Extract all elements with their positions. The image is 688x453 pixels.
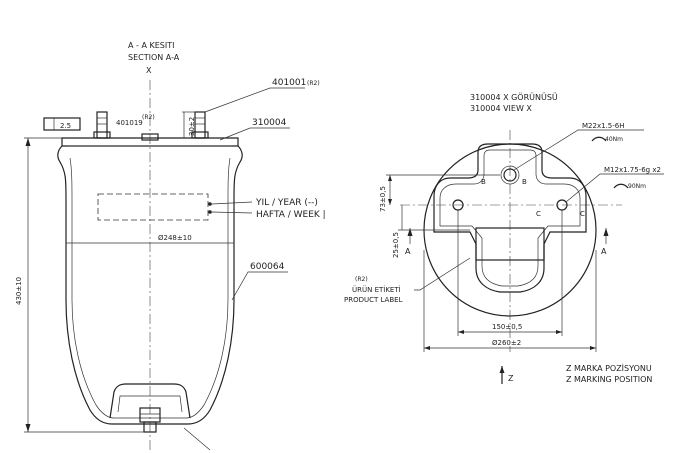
raised-profile: [433, 143, 587, 293]
part-401019: 401019: [116, 119, 143, 127]
marker-c-right: C: [580, 210, 585, 218]
stamp-box: 2.5: [43, 117, 81, 131]
leader-600064: [231, 271, 288, 301]
bellow-inner: [69, 157, 231, 419]
dim-30: 30±2: [188, 117, 196, 136]
label-leader: [414, 257, 471, 291]
part-401001-rev: (R2): [307, 80, 320, 87]
dim-height: 430±10: [15, 277, 23, 305]
view-title-en: 310004 VIEW X: [470, 104, 532, 113]
center-hole: [503, 168, 517, 182]
dim-260: Ø260±2: [492, 339, 521, 347]
view-marker: X: [146, 66, 152, 75]
marker-b-right: B: [522, 178, 527, 186]
part-310004: 310004: [252, 118, 287, 128]
marker-c-left: C: [536, 210, 541, 218]
label-rev: (R2): [355, 276, 368, 283]
svg-text:2.5: 2.5: [60, 122, 71, 130]
marker-b-left: B: [481, 178, 486, 186]
label-tr: ÜRÜN ETİKETİ: [352, 285, 401, 294]
z-pos-en: Z MARKING POSITION: [566, 375, 652, 384]
product-label-area: [475, 227, 545, 261]
dim-diameter: Ø248±10: [158, 234, 192, 242]
part-401001: 401001: [272, 78, 306, 88]
section-title-tr: A - A KESITI: [128, 41, 174, 50]
torque-side: 90Nm: [628, 183, 646, 190]
top-center-boss: [141, 133, 159, 141]
thread-side: M12x1.75-6g x2: [604, 166, 661, 174]
torque-side-icon: [613, 183, 629, 189]
thread-main: M22x1.5-6H: [582, 122, 624, 130]
label-en: PRODUCT LABEL: [344, 296, 403, 304]
section-mark-left: A: [405, 247, 411, 256]
part-401019-rev: (R2): [142, 114, 155, 121]
piston: [109, 383, 191, 419]
dim-150: 150±0,5: [492, 323, 522, 331]
view-title-tr: 310004 X GÖRÜNÜSÜ: [470, 92, 558, 102]
torque-main: 40Nm: [605, 136, 623, 143]
m22-leader: [513, 129, 644, 171]
year-dot: [208, 202, 212, 206]
section-mark-right: A: [601, 247, 607, 256]
piston-stud: [143, 421, 157, 433]
leader-310004: [219, 127, 290, 141]
torque-main-icon: [591, 136, 607, 142]
label-area: [97, 193, 209, 221]
left-stud: [93, 111, 111, 139]
z-pos-tr: Z MARKA POZİSYONU: [566, 363, 652, 373]
week-label: HAFTA / WEEK |: [256, 210, 326, 220]
right-stud: [191, 111, 209, 139]
m12-leader: [565, 173, 664, 203]
week-dot: [208, 210, 212, 214]
piston-leader: [183, 427, 211, 451]
piston-inner: [117, 395, 183, 413]
dim-25: 25±0,5: [392, 232, 400, 258]
leader-401001: [204, 87, 305, 113]
part-600064: 600064: [250, 262, 285, 272]
bellow-outer: [57, 145, 243, 425]
section-title-en: SECTION A-A: [128, 53, 180, 62]
view-x: 310004 X GÖRÜNÜSÜ 310004 VIEW X B B C C …: [344, 92, 664, 384]
raised-profile-inner: [439, 149, 581, 287]
year-label: YIL / YEAR (--): [255, 198, 318, 208]
z-label: Z: [508, 374, 514, 383]
section-view: A - A KESITI SECTION A-A X 2.5: [15, 41, 326, 451]
dim-73: 73±0,5: [379, 186, 387, 212]
